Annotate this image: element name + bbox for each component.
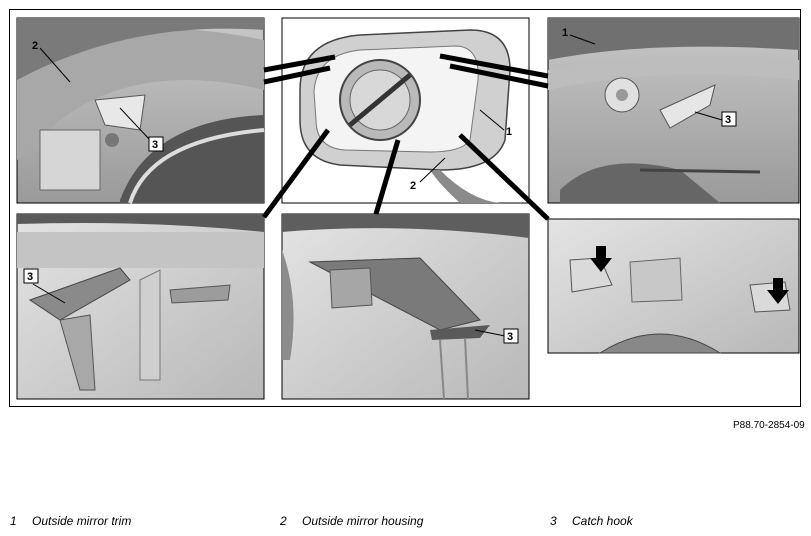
- callout-1-top-middle: 1: [506, 126, 512, 138]
- legend-number: 1: [10, 514, 17, 528]
- legend-number: 3: [550, 514, 557, 528]
- callout-3-bottom-middle: 3: [507, 331, 513, 343]
- legend-number: 2: [280, 514, 287, 528]
- legend-label: Outside mirror housing: [302, 514, 424, 528]
- callout-3-top-right: 3: [725, 114, 731, 126]
- panel-top-right: [547, 17, 800, 204]
- legend-item-2: 2 Outside mirror housing: [280, 514, 423, 528]
- legend-label: Catch hook: [572, 514, 633, 528]
- panel-bottom-left: [16, 213, 265, 400]
- panel-bottom-right: [547, 218, 800, 354]
- panel-bottom-middle: [281, 213, 530, 400]
- callout-3-top-left: 3: [152, 139, 158, 151]
- callout-1-top-right: 1: [562, 27, 568, 39]
- callout-3-bottom-left: 3: [27, 271, 33, 283]
- callouts: 2 3 1 2 1 3 3 3: [23, 27, 737, 344]
- panel-top-left: [16, 17, 265, 204]
- panel-top-middle: [281, 17, 530, 204]
- callout-2-top-middle: 2: [410, 180, 416, 192]
- figure-reference: P88.70-2854-09: [733, 420, 805, 431]
- legend-label: Outside mirror trim: [32, 514, 132, 528]
- detail-connectors: [261, 53, 550, 221]
- legend-item-1: 1 Outside mirror trim: [10, 514, 131, 528]
- mirror-disassembly-diagram: 2 3 1 2 1 3 3 3: [16, 17, 800, 400]
- callout-2-top-left: 2: [32, 40, 38, 52]
- legend-item-3: 3 Catch hook: [550, 514, 633, 528]
